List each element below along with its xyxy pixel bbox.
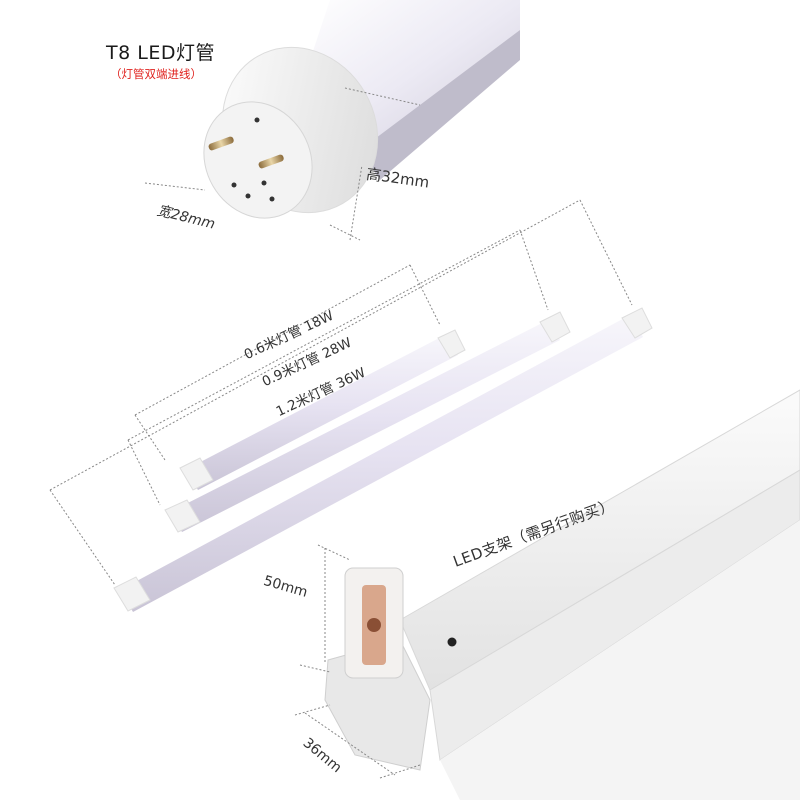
- mount-hole: [447, 637, 457, 647]
- vent-hole: [269, 196, 275, 202]
- product-title: T8 LED灯管: [106, 42, 215, 64]
- vent-hole: [261, 180, 267, 186]
- dimension-lines-closeup: [144, 87, 421, 241]
- vent-hole: [231, 182, 237, 188]
- tube-closeup: [203, 0, 520, 219]
- pin-icon: [258, 154, 284, 169]
- tube-0.6m: [179, 329, 466, 491]
- tube-base: [360, 30, 520, 180]
- dimension-lines-tubes: [49, 199, 633, 586]
- vent-hole: [245, 193, 251, 199]
- end-cap-face: [203, 101, 313, 219]
- dimension-lines-bracket: [294, 544, 421, 779]
- tube-0.9m: [164, 311, 571, 533]
- product-subtitle: （灯管双端进线）: [110, 67, 202, 81]
- tube-1.2m: [113, 307, 653, 612]
- contact-icon: [367, 618, 381, 632]
- led-bracket: [324, 389, 800, 800]
- pin-icon: [208, 136, 234, 151]
- vent-hole: [254, 117, 260, 123]
